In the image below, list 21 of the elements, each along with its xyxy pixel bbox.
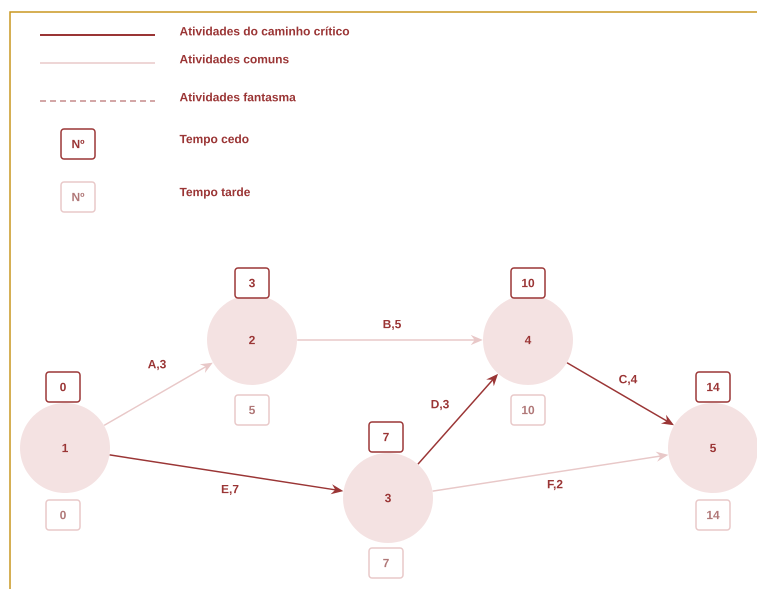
time-box: 7 (368, 547, 404, 579)
edge-label: D,3 (432, 400, 449, 410)
time-box: 10 (510, 267, 546, 299)
edge-label: E,7 (222, 484, 238, 496)
time-box: 7 (368, 421, 404, 453)
edge-label: C,4 (619, 374, 638, 386)
legend-text: Atividades fantasma (180, 92, 296, 102)
time-box: 0 (45, 371, 81, 403)
time-box: 14 (695, 499, 731, 531)
time-box: 14 (695, 371, 731, 403)
legend-text: Tempo cedo (180, 134, 249, 146)
time-box: 10 (510, 394, 546, 426)
edge-label: F,2 (548, 480, 563, 490)
time-box: 3 (234, 267, 270, 299)
edge-label: A,3 (148, 360, 166, 370)
edge-label: B,5 (384, 320, 401, 330)
legend-text: Atividades comuns (180, 54, 289, 64)
time-box: 5 (234, 394, 270, 426)
time-box: 0 (45, 499, 81, 531)
legend-text: Atividades do caminho crítico (180, 26, 350, 36)
legend-text: Tempo tarde (180, 187, 250, 199)
